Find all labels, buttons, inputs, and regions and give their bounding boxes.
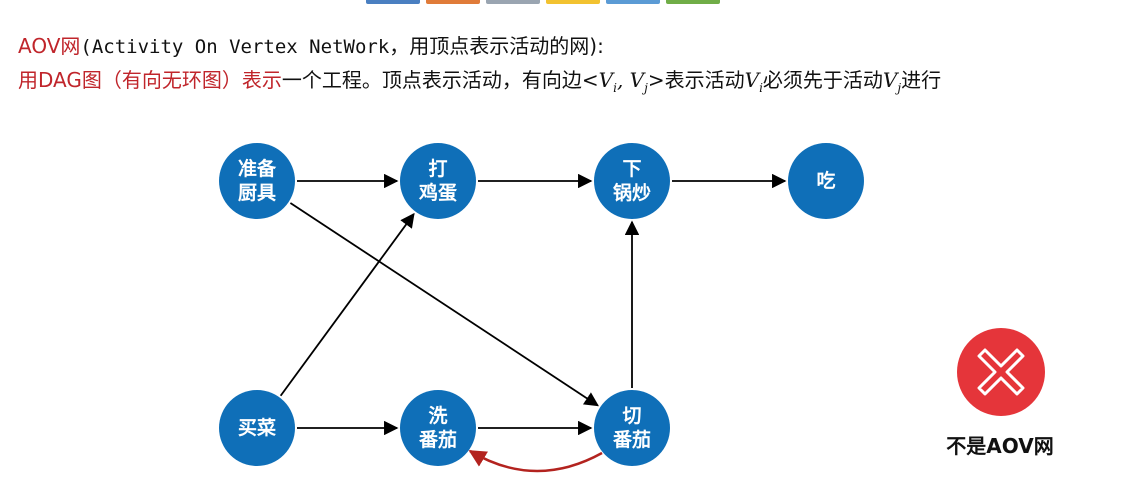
node-wok: 下锅炒 xyxy=(594,143,670,219)
node-circle xyxy=(219,143,295,219)
edge-buy-egg xyxy=(279,212,415,397)
explanation-text-b: >表示活动 xyxy=(647,68,745,92)
node-eat: 吃 xyxy=(788,143,864,219)
node-label: 番茄 xyxy=(612,428,651,451)
node-circle xyxy=(594,390,670,466)
node-label: 番茄 xyxy=(418,428,457,451)
aov-description: ，用顶点表示活动的网): xyxy=(389,34,604,58)
edges-layer xyxy=(279,173,787,473)
node-egg: 打鸡蛋 xyxy=(400,143,476,219)
explanation-line: 用DAG图（有向无环图）表示一个工程。顶点表示活动，有向边<Vi, Vj>表示活… xyxy=(18,64,941,95)
node-label: 洗 xyxy=(428,404,447,427)
node-label: 打 xyxy=(428,157,447,180)
node-label: 鸡蛋 xyxy=(418,181,457,204)
node-label: 买菜 xyxy=(238,416,276,439)
node-cut: 切番茄 xyxy=(594,390,670,466)
edge-notation: Vi, Vj xyxy=(598,68,648,95)
strip-swatch xyxy=(486,0,540,4)
node-label: 切 xyxy=(622,405,641,427)
explanation-text-c: 必须先于活动 xyxy=(762,68,883,92)
node-circle xyxy=(400,390,476,466)
node-label: 下 xyxy=(622,158,641,180)
node-buy: 买菜 xyxy=(219,390,295,466)
explanation-text-d: 进行 xyxy=(901,68,942,92)
not-aov-label: 不是AOV网 xyxy=(946,434,1054,458)
edge-prep-cut xyxy=(289,202,599,407)
top-color-strip xyxy=(366,0,720,4)
node-circle xyxy=(788,143,864,219)
vertex-vi: Vi xyxy=(744,68,763,95)
node-label: 吃 xyxy=(816,169,835,192)
dag-term: 用DAG图（有向无环图）表示 xyxy=(18,68,282,92)
aov-english: (Activity On Vertex NetWork xyxy=(80,36,390,58)
strip-swatch xyxy=(546,0,600,4)
explanation-text-a: 一个工程。顶点表示活动，有向边< xyxy=(281,68,599,92)
strip-swatch xyxy=(666,0,720,4)
definition-line: AOV网(Activity On Vertex NetWork，用顶点表示活动的… xyxy=(18,30,604,59)
cross-icon xyxy=(957,328,1045,416)
strip-swatch xyxy=(366,0,420,4)
cycle-edge-cut-wash xyxy=(468,449,603,473)
node-label: 准备 xyxy=(238,157,277,180)
strip-swatch xyxy=(426,0,480,4)
node-circle xyxy=(219,390,295,466)
node-circle xyxy=(594,143,670,219)
node-wash: 洗番茄 xyxy=(400,390,476,466)
aov-term: AOV网 xyxy=(18,34,81,58)
node-circle xyxy=(400,143,476,219)
strip-swatch xyxy=(606,0,660,4)
vertex-vj: Vj xyxy=(882,68,902,95)
node-label: 厨具 xyxy=(238,182,276,204)
node-label: 锅炒 xyxy=(613,181,651,204)
